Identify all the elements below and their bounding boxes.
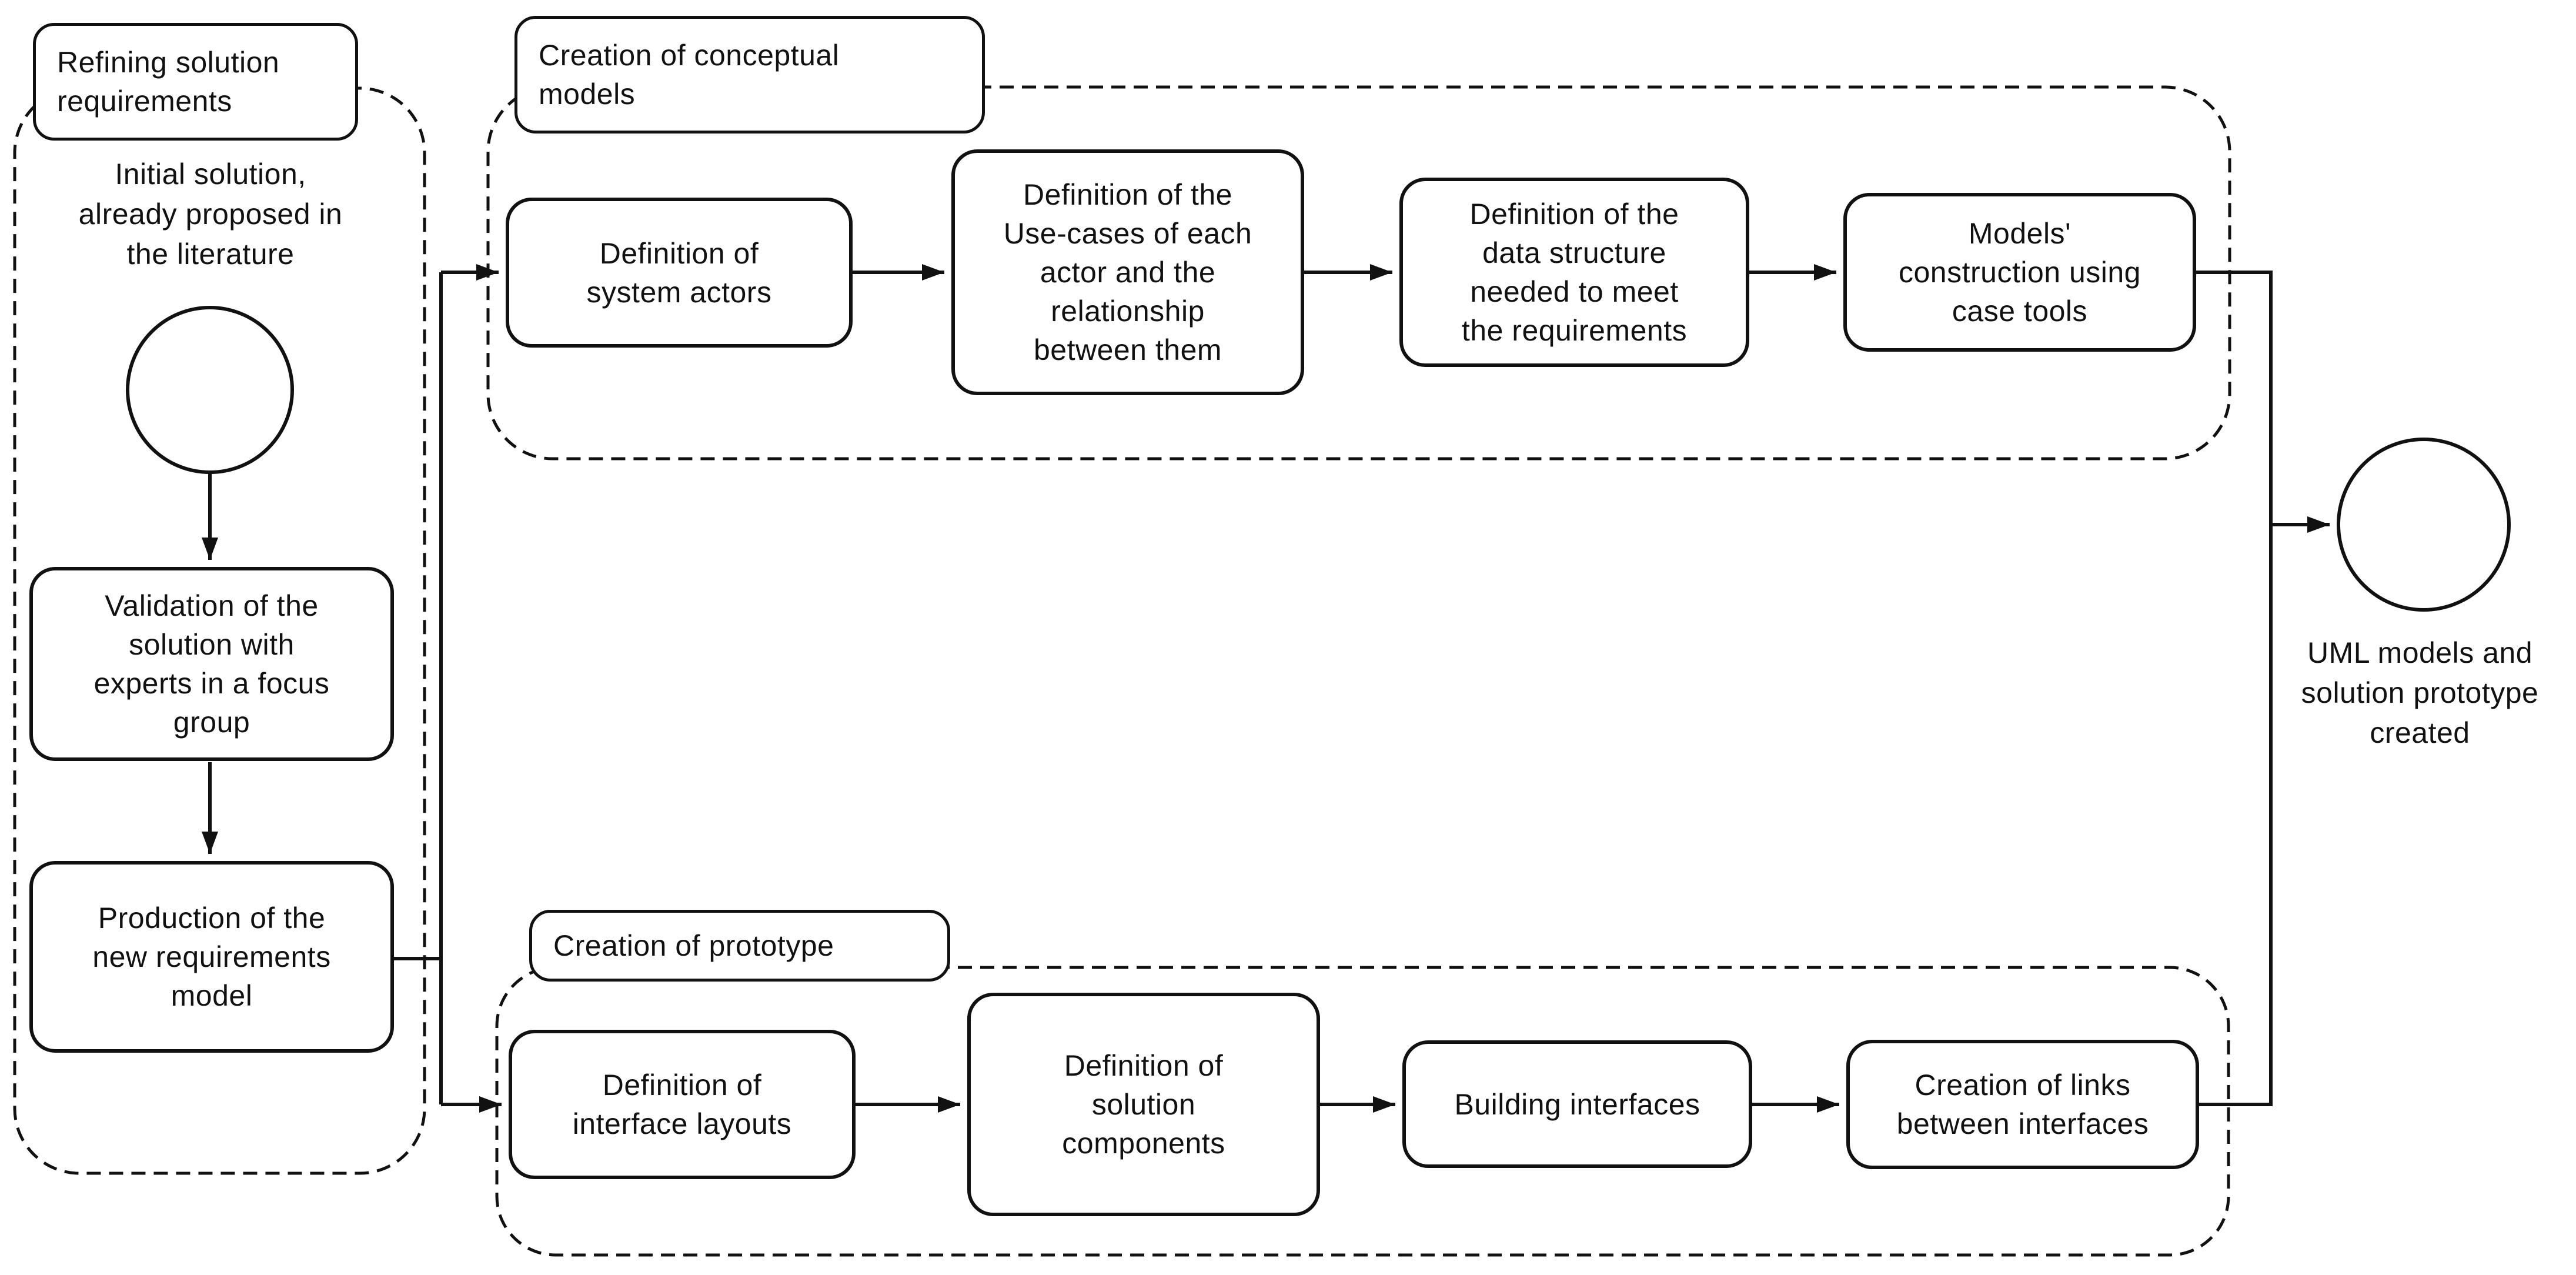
group-title-conceptual: Creation of conceptual models [514, 16, 985, 133]
end-circle [2337, 438, 2511, 612]
note-end-result: UML models and solution prototype create… [2301, 636, 2539, 749]
node-models-construction: Models' construction using case tools [1843, 193, 2196, 352]
node-production: Production of the new requirements model [29, 861, 394, 1053]
node-data-structure: Definition of the data structure needed … [1399, 178, 1749, 367]
node-use-cases: Definition of the Use-cases of each acto… [951, 149, 1304, 395]
connector-merge-vertical [2196, 271, 2273, 1106]
node-building-interfaces: Building interfaces [1402, 1040, 1752, 1168]
node-creation-links: Creation of links between interfaces [1846, 1040, 2199, 1169]
group-title-prototype: Creation of prototype [529, 910, 950, 982]
node-system-actors: Definition of system actors [506, 198, 853, 348]
node-solution-components: Definition of solution components [967, 993, 1320, 1216]
start-circle [126, 306, 294, 474]
group-title-refining: Refining solution requirements [33, 23, 358, 141]
node-interface-layouts: Definition of interface layouts [509, 1030, 856, 1179]
node-validation: Validation of the solution with experts … [29, 567, 394, 761]
note-initial-solution: Initial solution, already proposed in th… [78, 158, 343, 271]
